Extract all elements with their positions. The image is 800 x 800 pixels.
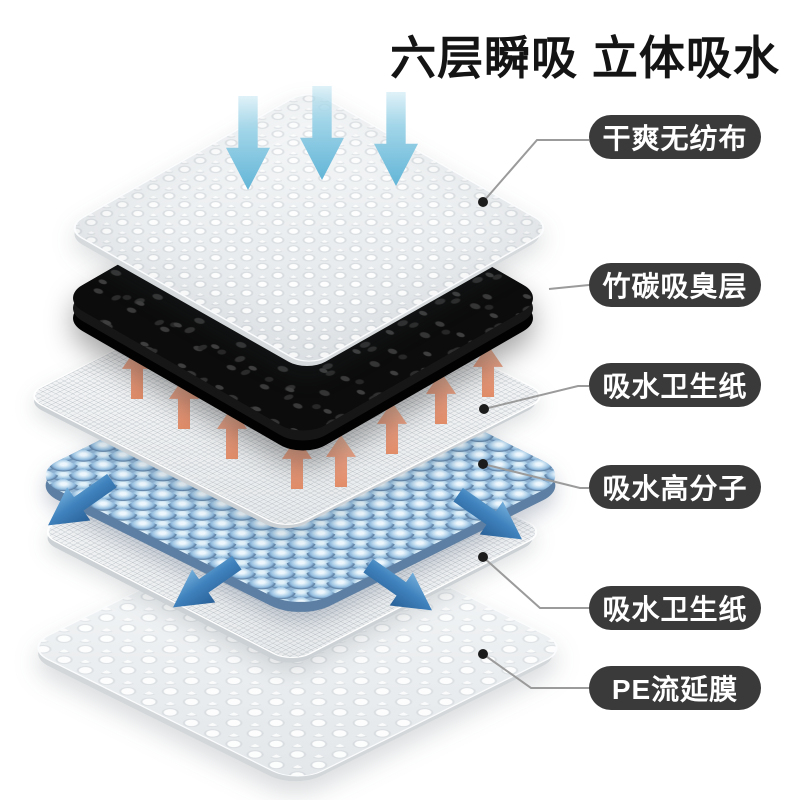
- label-pill-tissue-lower: 吸水卫生纸: [589, 586, 761, 630]
- leader-line: [482, 653, 589, 689]
- leader-line: [548, 284, 590, 290]
- label-pill-charcoal: 竹碳吸臭层: [589, 263, 761, 307]
- label-pill-polymer: 吸水高分子: [589, 465, 761, 509]
- leader-line: [482, 463, 589, 489]
- leader-line: [482, 139, 589, 203]
- label-pill-pe-film: PE流延膜: [589, 666, 761, 710]
- leader-dot: [478, 197, 488, 207]
- leader-dot: [478, 649, 488, 659]
- label-pill-nonwoven: 干爽无纺布: [589, 115, 761, 159]
- page-title: 六层瞬吸 立体吸水: [390, 32, 780, 84]
- leader-line: [483, 385, 589, 410]
- leader-dot: [479, 404, 489, 414]
- leader-dot: [478, 552, 488, 562]
- label-pill-tissue-upper: 吸水卫生纸: [589, 363, 761, 407]
- leader-dot: [478, 459, 488, 469]
- leader-line: [482, 556, 589, 609]
